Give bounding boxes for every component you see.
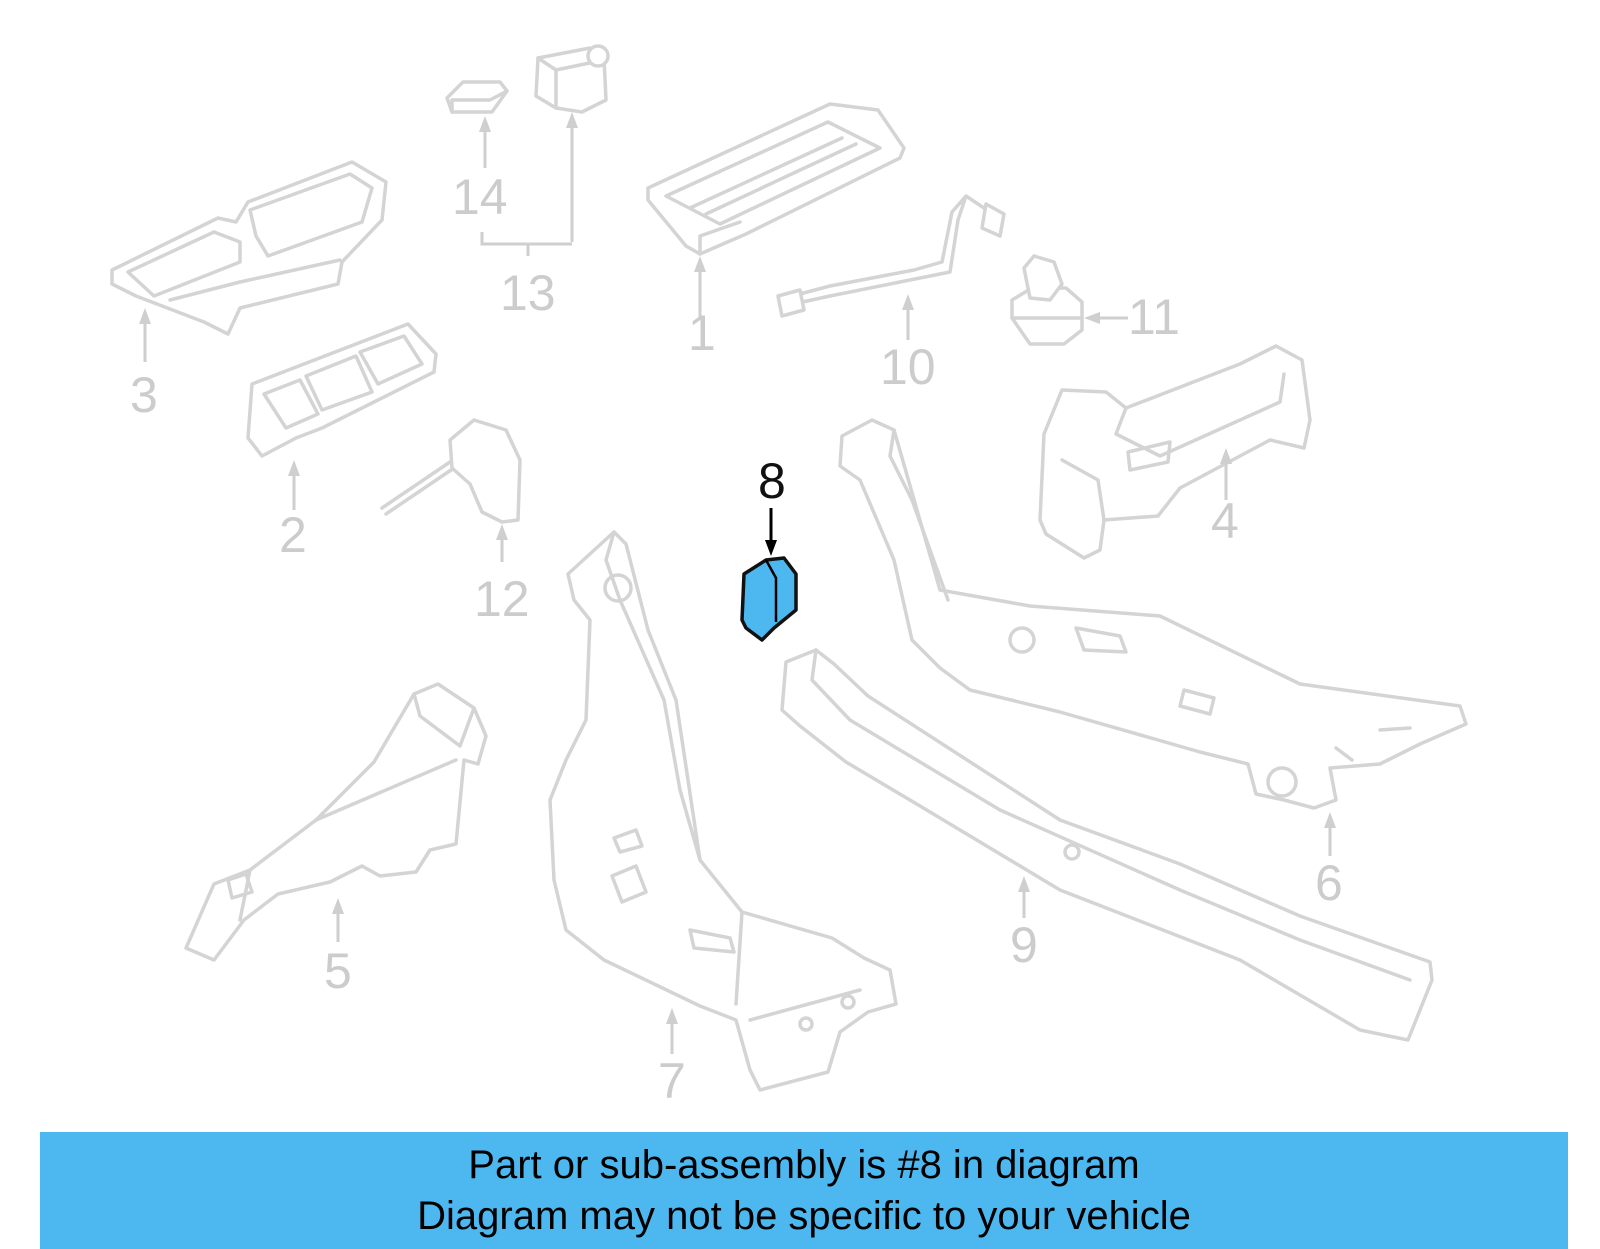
callout-13[interactable]: 13	[500, 265, 556, 321]
callout-4[interactable]: 4	[1211, 493, 1239, 549]
part-9-shape[interactable]	[780, 648, 1434, 1042]
part-3-shape[interactable]	[110, 160, 388, 336]
parts-diagram: 1 2 3 4 5 6 7 8 9 10 11 12 13 14	[110, 44, 1468, 1109]
callout-6[interactable]: 6	[1315, 855, 1343, 911]
part-5-shape[interactable]	[184, 682, 488, 962]
part-6-shape[interactable]	[838, 418, 1468, 810]
callout-9[interactable]: 9	[1010, 917, 1038, 973]
callout-12[interactable]: 12	[474, 571, 530, 627]
callout-7[interactable]: 7	[658, 1053, 686, 1109]
part-14-shape[interactable]	[445, 80, 509, 114]
callout-10[interactable]: 10	[880, 339, 936, 395]
callout-1[interactable]: 1	[688, 305, 716, 361]
callout-labels: 1 2 3 4 5 6 7 8 9 10 11 12 13 14	[130, 169, 1343, 1109]
part-13-shape[interactable]	[534, 44, 610, 114]
leader-lines	[139, 112, 1336, 1054]
part-1-shape[interactable]	[646, 102, 906, 256]
part-8-shape[interactable]	[740, 556, 798, 642]
banner-line-2: Diagram may not be specific to your vehi…	[417, 1193, 1191, 1238]
part-11-shape[interactable]	[1010, 254, 1084, 346]
callout-11[interactable]: 11	[1128, 289, 1180, 345]
banner-line-1: Part or sub-assembly is #8 in diagram	[468, 1142, 1140, 1187]
part-2-shape[interactable]	[246, 322, 438, 458]
callout-5[interactable]: 5	[324, 943, 352, 999]
part-4-shape[interactable]	[1038, 344, 1312, 560]
info-banner: Part or sub-assembly is #8 in diagram Di…	[40, 1132, 1568, 1249]
callout-8[interactable]: 8	[758, 453, 786, 509]
callout-3[interactable]: 3	[130, 367, 158, 423]
part-10-shape[interactable]	[776, 194, 1006, 318]
callout-14[interactable]: 14	[452, 169, 508, 225]
part-12-shape[interactable]	[380, 418, 522, 524]
callout-2[interactable]: 2	[279, 507, 307, 563]
part-7-shape[interactable]	[548, 530, 898, 1092]
